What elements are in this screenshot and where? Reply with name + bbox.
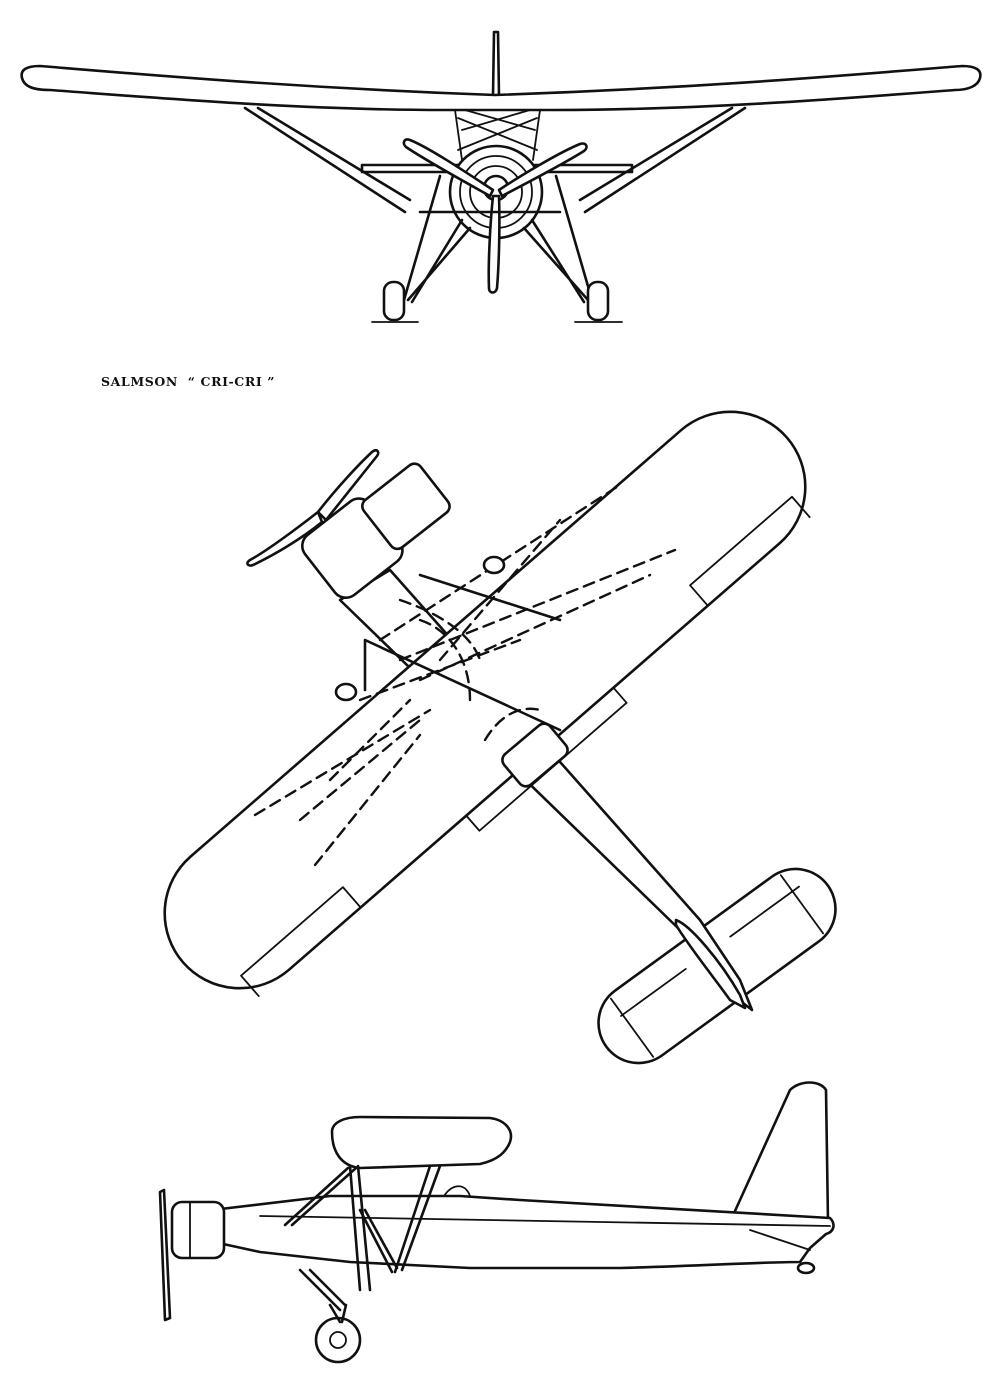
side-view-cowling xyxy=(172,1202,224,1258)
front-view-right-strut xyxy=(580,108,745,212)
top-view-internal-struts xyxy=(255,485,675,865)
top-view-propeller xyxy=(247,450,378,565)
front-view-cabane xyxy=(455,110,540,160)
top-view xyxy=(134,381,851,1079)
side-view-struts xyxy=(285,1166,440,1310)
drawing-caption: SALMSON “ CRI-CRI ” xyxy=(101,374,276,389)
side-view-wheel xyxy=(316,1318,360,1362)
side-view-fin xyxy=(730,1083,828,1223)
side-view-propeller xyxy=(160,1190,170,1320)
top-view-wing-fitting-left xyxy=(336,684,356,700)
front-view-propeller xyxy=(404,140,587,293)
side-view-tail-skid xyxy=(798,1263,814,1273)
top-view-cabin xyxy=(365,575,560,730)
top-view-wing-fitting xyxy=(484,557,504,573)
side-view xyxy=(160,1083,833,1363)
top-view-left-aileron xyxy=(241,887,361,996)
top-view-radiator xyxy=(499,720,571,789)
side-view-windscreen xyxy=(444,1186,470,1196)
top-view-right-aileron xyxy=(690,497,810,606)
top-view-fin xyxy=(676,920,745,1008)
side-view-wing xyxy=(332,1117,511,1168)
top-view-engine xyxy=(297,454,458,603)
front-view-fin xyxy=(493,32,499,96)
front-view-landing-gear xyxy=(372,176,622,322)
front-view-wing xyxy=(22,66,981,110)
front-view xyxy=(22,32,981,322)
front-view-left-strut xyxy=(245,108,410,212)
